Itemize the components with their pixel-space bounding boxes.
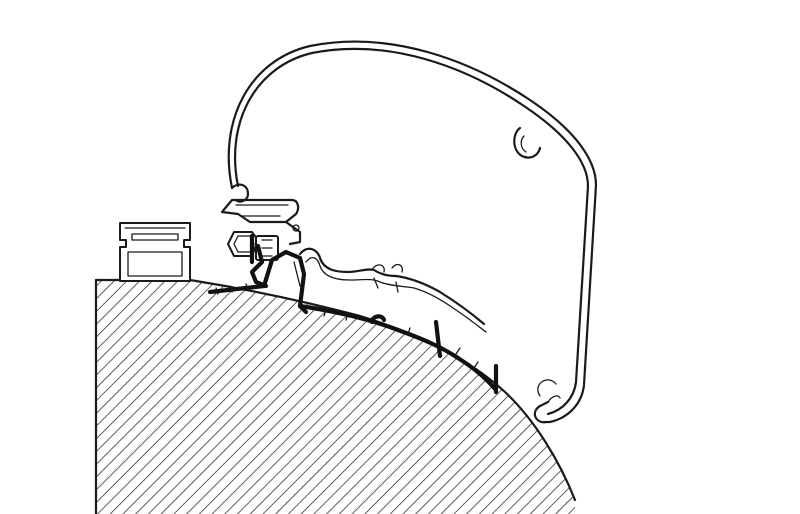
case-left-clip <box>230 183 250 203</box>
awning-case <box>227 40 598 424</box>
case-top-clip <box>513 126 542 159</box>
roof-hatched-fill <box>96 280 575 514</box>
roof-rail-profile <box>119 222 191 282</box>
adapter-wave-profile <box>298 247 487 333</box>
case-bottom-clip <box>537 379 561 403</box>
case-bottom-hook <box>533 400 550 424</box>
bolt-and-nut <box>227 231 279 265</box>
adapter-bracket <box>220 198 302 246</box>
vehicle-roof-section <box>94 278 577 514</box>
mounting-strip <box>207 243 499 395</box>
awning-case-outer <box>227 40 598 424</box>
awning-case-inner <box>233 47 590 416</box>
